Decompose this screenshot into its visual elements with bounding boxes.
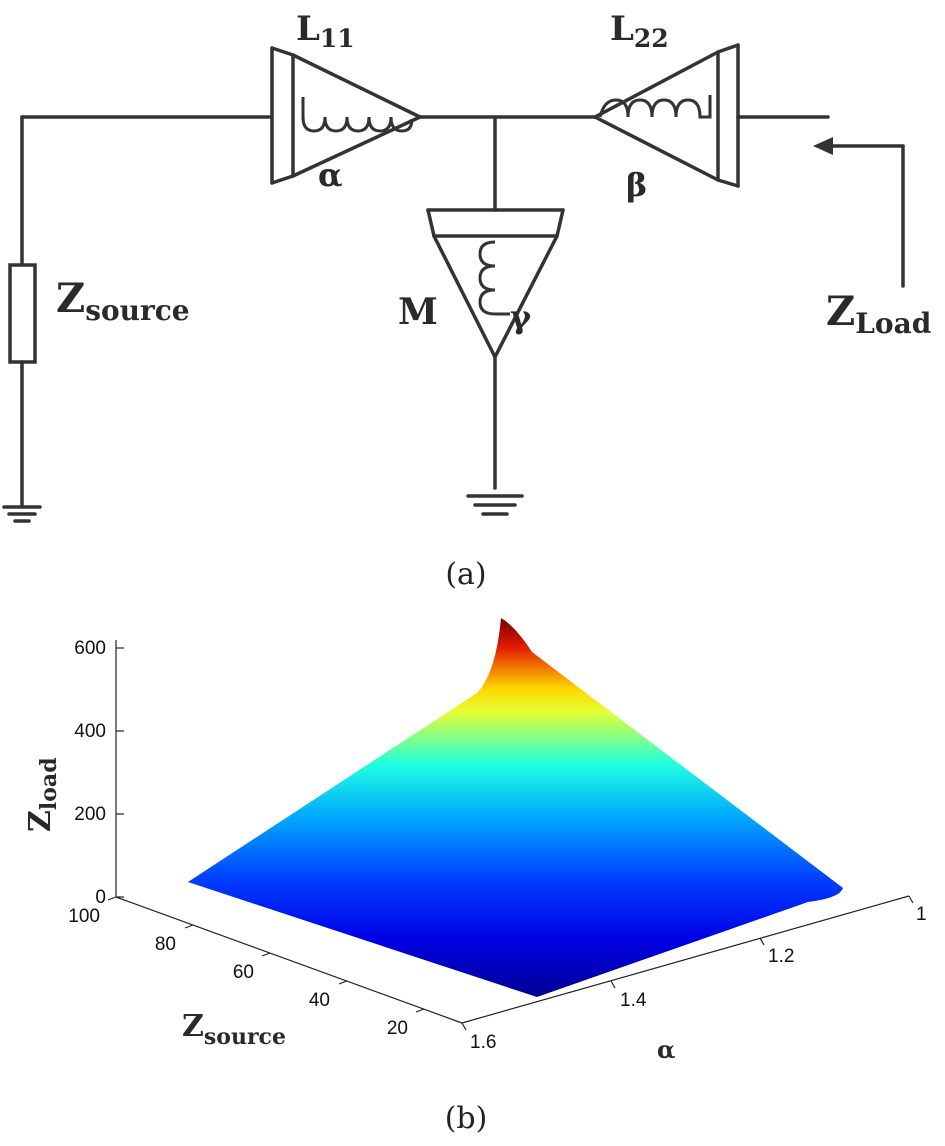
alpha-axis-line (461, 895, 910, 1024)
inductor-l11 (270, 46, 422, 185)
label-zsource: Zsource (56, 275, 190, 327)
ground-center-icon (466, 494, 524, 516)
z-axis-label: Zload (23, 757, 62, 832)
alpha-tick-1.4: 1.4 (620, 990, 647, 1011)
zsource-axis-line (115, 896, 463, 1024)
alpha-tick-1.6: 1.6 (470, 1032, 496, 1053)
z-tick-400: 400 (74, 721, 106, 742)
zsource-tick-40: 40 (309, 990, 330, 1011)
zsource-tick-60: 60 (233, 962, 254, 983)
ground-left-icon (2, 505, 42, 523)
label-zload: ZLoad (826, 288, 931, 340)
inductor-mutual (426, 208, 565, 359)
alpha-axis-label: α (657, 1035, 675, 1064)
label-alpha: α (318, 156, 343, 194)
label-m: M (398, 291, 438, 333)
z-ticks (116, 647, 124, 898)
z-tick-0: 0 (95, 887, 106, 908)
zsource-tick-80: 80 (155, 934, 176, 955)
circuit-diagram: L11 α L22 β M γ Zsource ZLoad (a) (2, 9, 931, 592)
source-resistor (8, 263, 37, 364)
surface-chart: 0 200 400 600 100 80 60 40 20 1.6 1.4 1.… (23, 618, 927, 1136)
label-l11: L11 (296, 9, 355, 53)
z-tick-600: 600 (74, 638, 106, 659)
zsource-ticks (107, 896, 425, 1013)
alpha-tick-1: 1 (916, 904, 927, 925)
inductor-l22 (593, 43, 740, 188)
zsource-axis-label: Zsource (182, 1009, 286, 1050)
label-l22: L22 (610, 9, 669, 53)
alpha-ticks (461, 895, 914, 1031)
load-arrow-icon (813, 137, 905, 288)
label-gamma: γ (510, 298, 532, 336)
caption-a: (a) (445, 557, 486, 592)
caption-b: (b) (445, 1101, 488, 1136)
alpha-tick-1.2: 1.2 (768, 946, 794, 967)
z-tick-200: 200 (74, 804, 106, 825)
zsource-tick-100: 100 (68, 906, 100, 927)
label-beta: β (626, 166, 647, 204)
zsource-tick-20: 20 (387, 1018, 408, 1039)
surface-mesh (188, 618, 843, 997)
